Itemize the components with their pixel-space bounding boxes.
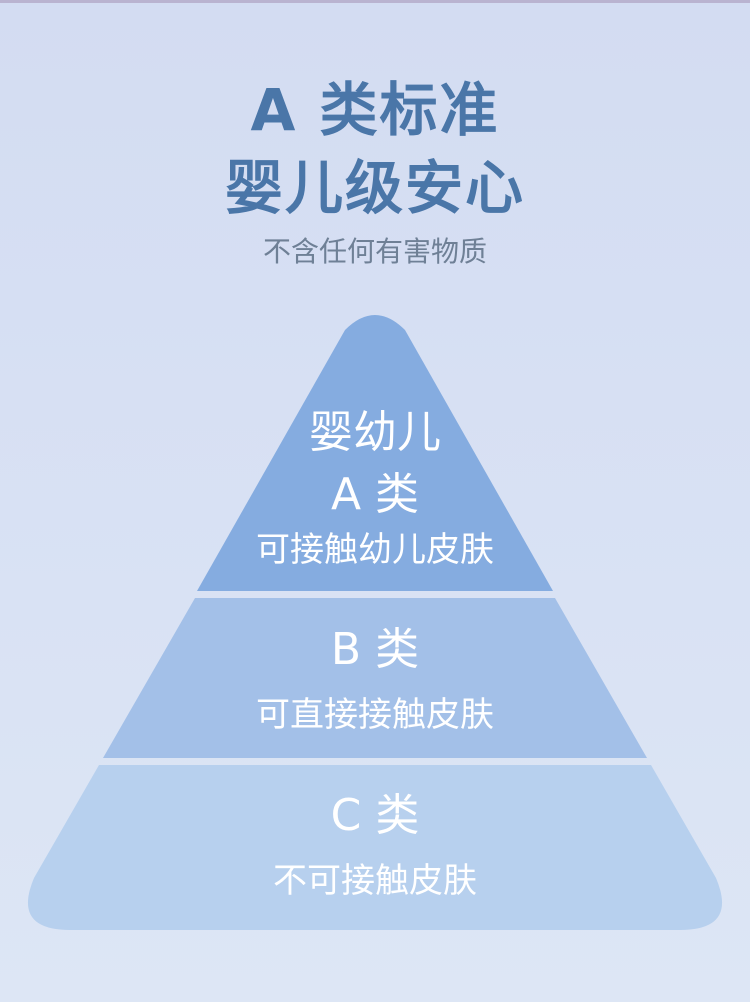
pyramid-tier-a <box>197 315 553 591</box>
subtitle: 不含任何有害物质 <box>262 235 487 268</box>
tier-a-name: 婴幼儿 <box>309 407 441 458</box>
pyramid-tier-b <box>103 598 647 758</box>
pyramid-tier-c <box>27 765 723 930</box>
tier-c-description: 不可接触皮肤 <box>273 861 477 901</box>
tier-b-class-label: B 类 <box>330 624 420 675</box>
tier-a-class-label: A 类 <box>330 469 420 520</box>
top-border-strip <box>0 0 750 3</box>
headline-line-2: 婴儿级安心 <box>224 154 525 222</box>
headline-line-1: A 类标准 <box>250 76 500 144</box>
tier-a-description: 可接触幼儿皮肤 <box>256 530 494 570</box>
tier-c-class-label: C 类 <box>330 790 420 841</box>
tier-b-description: 可直接接触皮肤 <box>256 695 494 735</box>
